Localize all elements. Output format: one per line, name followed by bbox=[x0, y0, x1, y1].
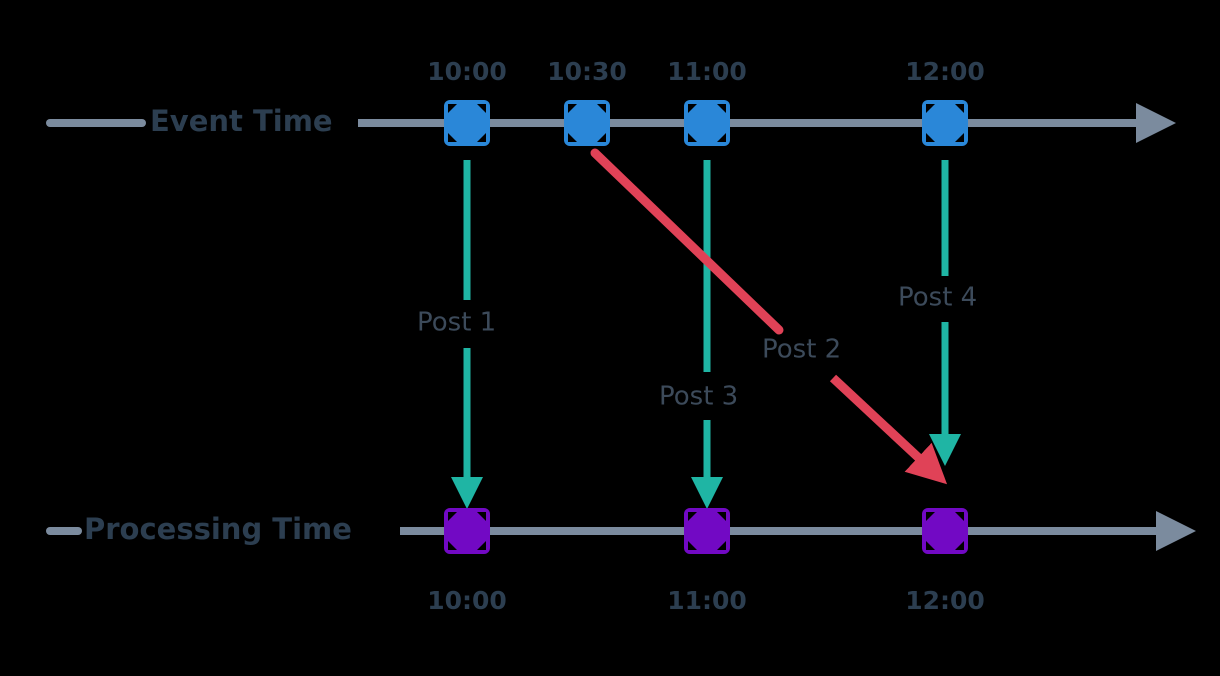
node-body-icon bbox=[684, 100, 730, 146]
node-corner-notch-icon-0 bbox=[448, 512, 457, 521]
node-corner-notch-icon-1 bbox=[955, 104, 964, 113]
node-corner-notch-icon-3 bbox=[955, 133, 964, 142]
node-body-icon bbox=[922, 100, 968, 146]
flow-label-post-2: Post 2 bbox=[762, 335, 841, 365]
node-corner-notch-icon-1 bbox=[597, 104, 606, 113]
node-corner-notch-icon-3 bbox=[717, 541, 726, 550]
node-corner-notch-icon-2 bbox=[688, 133, 697, 142]
node-corner-notch-icon-1 bbox=[477, 512, 486, 521]
node-corner-notch-icon-0 bbox=[688, 104, 697, 113]
axes-layer bbox=[46, 103, 1196, 551]
flow-label-post-3: Post 3 bbox=[659, 382, 738, 412]
node-corner-notch-icon-2 bbox=[688, 541, 697, 550]
node-body-icon bbox=[444, 100, 490, 146]
flow-line-lower-post-2 bbox=[829, 374, 948, 485]
node-body-icon bbox=[564, 100, 610, 146]
timeline-node-event-time-2[interactable] bbox=[684, 100, 730, 146]
timeline-node-event-time-3[interactable] bbox=[922, 100, 968, 146]
axis-title-processing-time: Processing Time bbox=[84, 512, 352, 546]
tick-label-event-time-3: 12:00 bbox=[905, 57, 985, 86]
node-corner-notch-icon-1 bbox=[477, 104, 486, 113]
node-corner-notch-icon-0 bbox=[568, 104, 577, 113]
flow-label-post-1: Post 1 bbox=[417, 308, 496, 338]
timeline-node-processing-time-2[interactable] bbox=[922, 508, 968, 554]
timeline-node-event-time-0[interactable] bbox=[444, 100, 490, 146]
node-corner-notch-icon-3 bbox=[597, 133, 606, 142]
tick-label-event-time-2: 11:00 bbox=[667, 57, 747, 86]
timeline-node-processing-time-0[interactable] bbox=[444, 508, 490, 554]
node-corner-notch-icon-3 bbox=[477, 133, 486, 142]
node-corner-notch-icon-0 bbox=[688, 512, 697, 521]
tick-label-event-time-0: 10:00 bbox=[427, 57, 507, 86]
node-corner-notch-icon-2 bbox=[448, 133, 457, 142]
tick-label-event-time-1: 10:30 bbox=[547, 57, 627, 86]
timeline-node-event-time-1[interactable] bbox=[564, 100, 610, 146]
node-corner-notch-icon-2 bbox=[926, 541, 935, 550]
node-corner-notch-icon-1 bbox=[717, 104, 726, 113]
node-body-icon bbox=[444, 508, 490, 554]
node-corner-notch-icon-2 bbox=[926, 133, 935, 142]
node-corner-notch-icon-3 bbox=[717, 133, 726, 142]
node-corner-notch-icon-3 bbox=[477, 541, 486, 550]
node-corner-notch-icon-1 bbox=[955, 512, 964, 521]
node-corner-notch-icon-2 bbox=[568, 133, 577, 142]
node-body-icon bbox=[684, 508, 730, 554]
node-corner-notch-icon-0 bbox=[926, 104, 935, 113]
axis-title-event-time: Event Time bbox=[150, 104, 333, 138]
node-body-icon bbox=[922, 508, 968, 554]
tick-label-processing-time-1: 11:00 bbox=[667, 586, 747, 615]
nodes-layer bbox=[444, 100, 968, 554]
tick-label-processing-time-2: 12:00 bbox=[905, 586, 985, 615]
tick-label-processing-time-0: 10:00 bbox=[427, 586, 507, 615]
flow-line-upper-post-2 bbox=[590, 148, 784, 335]
flows-layer bbox=[450, 148, 962, 509]
timeline-node-processing-time-1[interactable] bbox=[684, 508, 730, 554]
node-corner-notch-icon-0 bbox=[926, 512, 935, 521]
node-corner-notch-icon-0 bbox=[448, 104, 457, 113]
node-corner-notch-icon-2 bbox=[448, 541, 457, 550]
node-corner-notch-icon-3 bbox=[955, 541, 964, 550]
node-corner-notch-icon-1 bbox=[717, 512, 726, 521]
flow-label-post-4: Post 4 bbox=[898, 283, 977, 313]
